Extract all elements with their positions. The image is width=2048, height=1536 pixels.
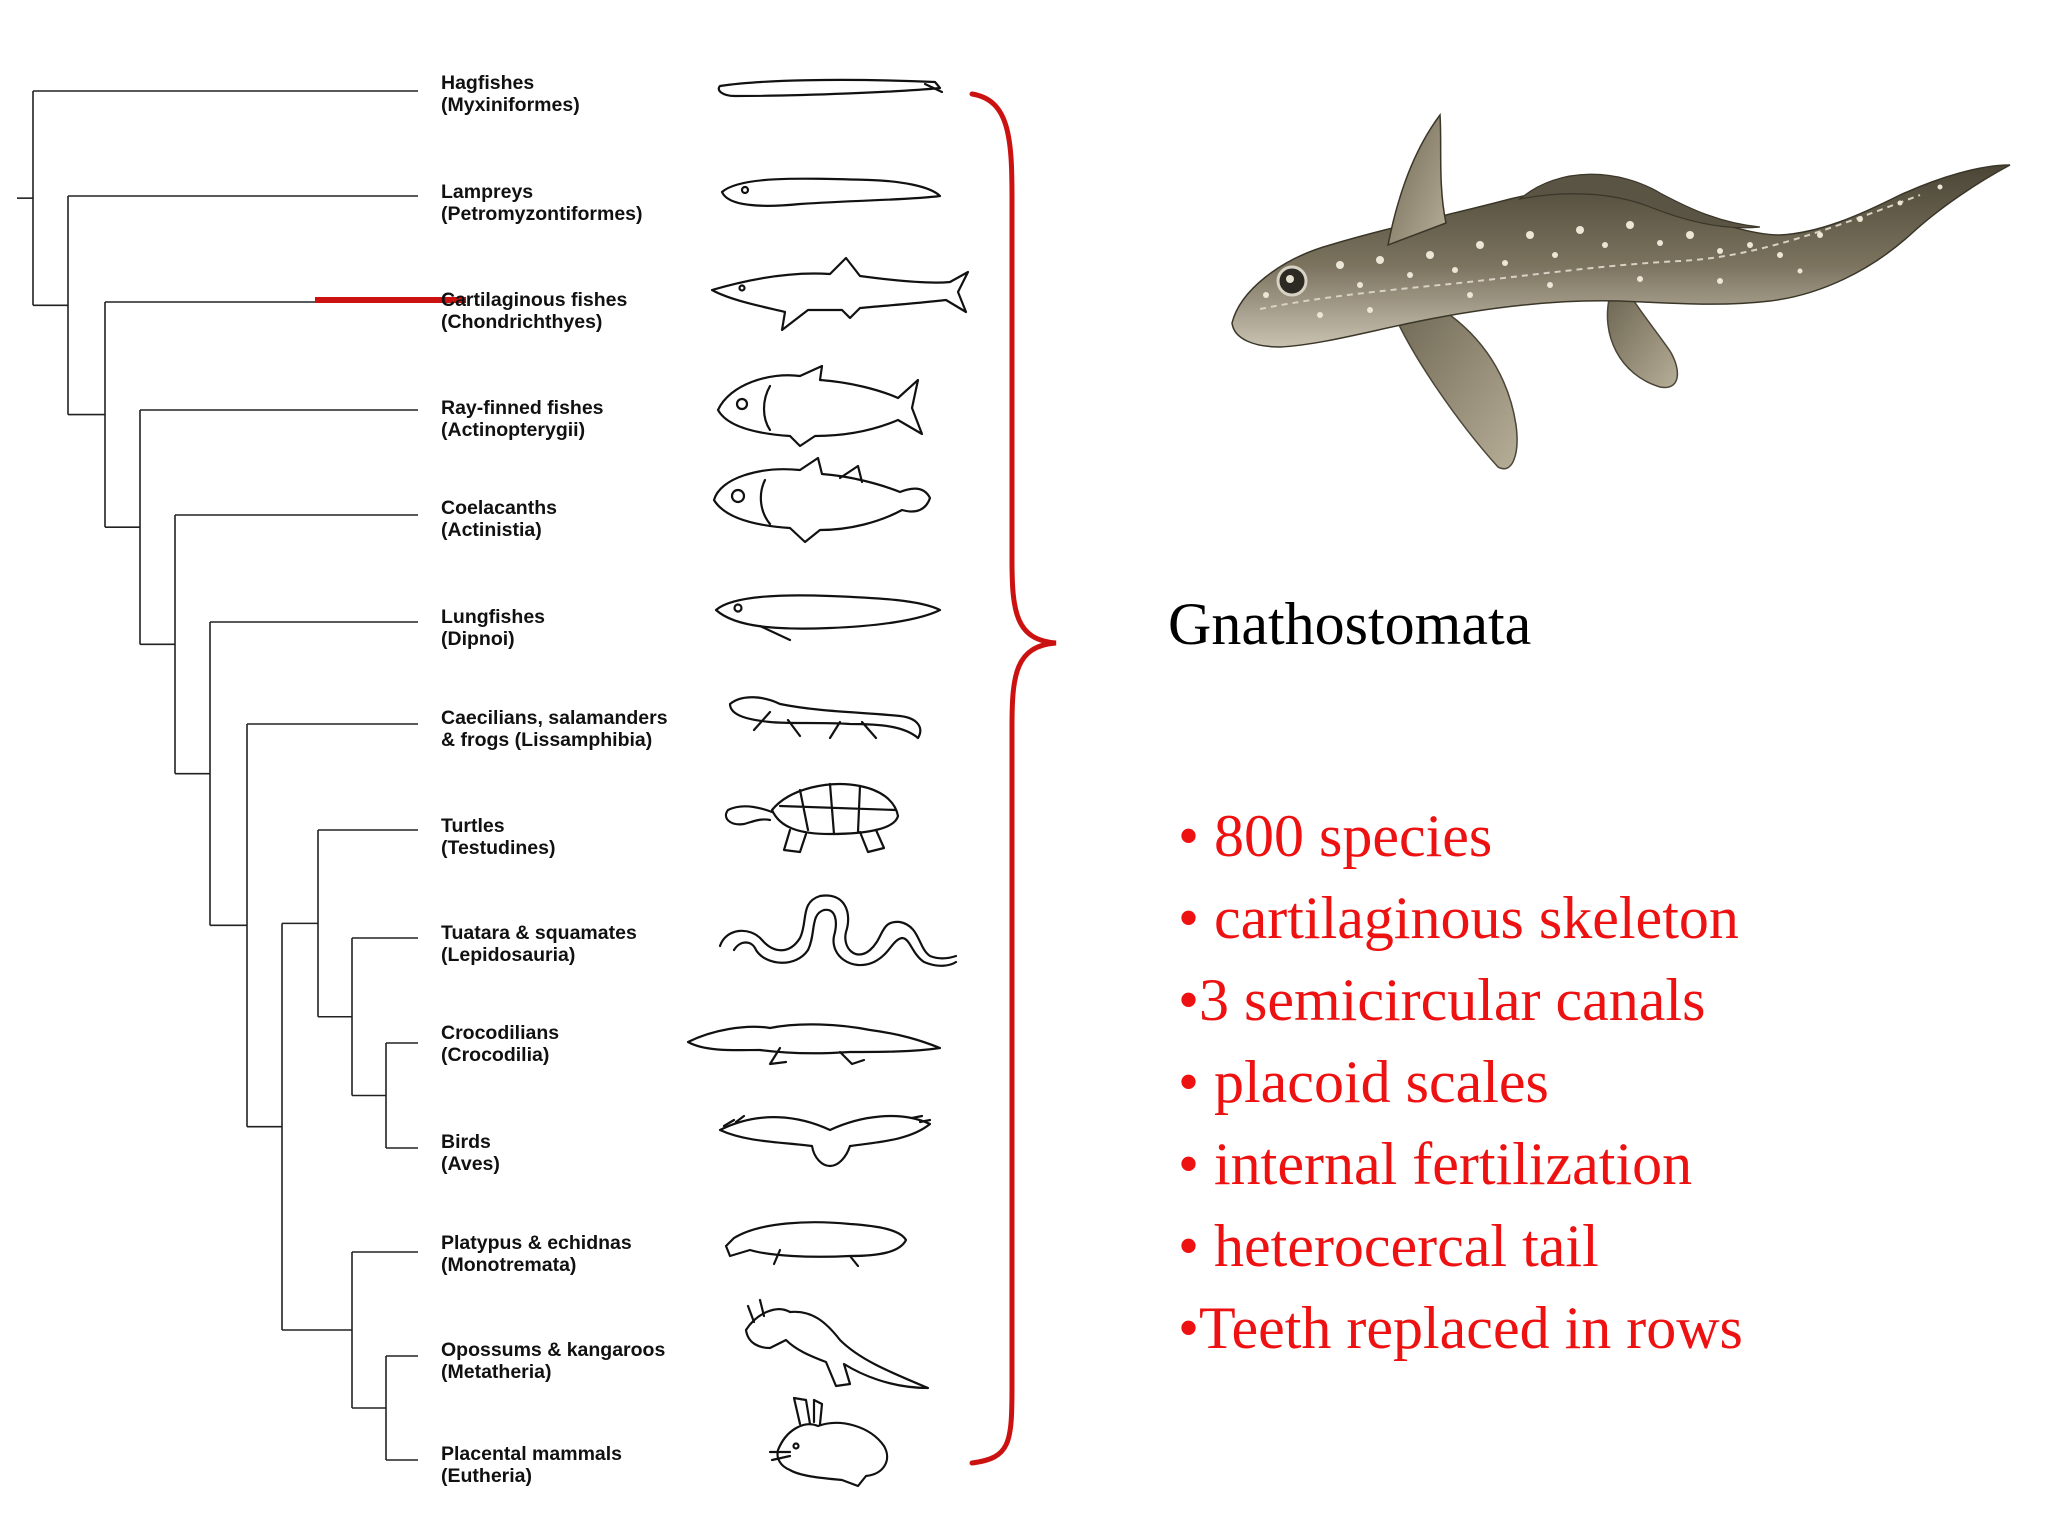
taxon-label: Cartilaginous fishes(Chondrichthyes) <box>441 289 731 333</box>
group-label: Gnathostomata <box>1168 591 1532 657</box>
taxon-label: Opossums & kangaroos(Metatheria) <box>441 1339 731 1383</box>
taxon-scientific-name: (Myxiniformes) <box>441 94 580 116</box>
coelacanth-icon <box>712 456 932 544</box>
trait-item: • placoid scales <box>1178 1049 1549 1115</box>
taxon-scientific-name: (Actinopterygii) <box>441 419 586 441</box>
shark-icon <box>710 256 970 332</box>
taxon-scientific-name: (Testudines) <box>441 837 556 859</box>
kangaroo-icon <box>744 1298 930 1390</box>
taxon-label: Lungfishes(Dipnoi) <box>441 606 731 650</box>
taxon-common-name: Lungfishes <box>441 606 546 628</box>
trait-item: • 800 species <box>1178 803 1493 869</box>
bird-icon <box>718 1114 932 1168</box>
taxon-scientific-name: (Chondrichthyes) <box>441 311 603 333</box>
trait-list: • 800 species • cartilaginous skeleton •3 … <box>1178 795 1743 1369</box>
taxon-label: Coelacanths(Actinistia) <box>441 497 731 541</box>
crocodile-icon <box>686 1023 942 1066</box>
taxon-common-name: Hagfishes <box>441 72 535 94</box>
taxon-common-name: Lampreys <box>441 181 534 203</box>
taxon-label: Platypus & echidnas(Monotremata) <box>441 1232 731 1276</box>
taxon-scientific-name: (Eutheria) <box>441 1465 533 1487</box>
trait-item: •Teeth replaced in rows <box>1178 1295 1743 1361</box>
trait-item: • heterocercal tail <box>1178 1213 1599 1279</box>
hagfish-icon <box>717 78 944 98</box>
trait-item: • cartilaginous skeleton <box>1178 885 1739 951</box>
taxon-scientific-name: (Petromyzontiformes) <box>441 203 643 225</box>
taxon-scientific-name: (Actinistia) <box>441 519 542 541</box>
trait-item: •3 semicircular canals <box>1178 967 1706 1033</box>
taxon-common-name: Platypus & echidnas <box>441 1232 632 1254</box>
taxon-label: Crocodilians(Crocodilia) <box>441 1022 731 1066</box>
taxon-common-name: Opossums & kangaroos <box>441 1339 666 1361</box>
turtle-icon <box>724 782 900 854</box>
taxon-label: Tuatara & squamates(Lepidosauria) <box>441 922 731 966</box>
taxon-scientific-name: (Monotremata) <box>441 1254 577 1276</box>
phylogenetic-tree <box>17 90 466 1461</box>
lamprey-icon <box>720 177 942 207</box>
taxon-common-name: Turtles <box>441 815 505 837</box>
snake-icon <box>718 894 958 967</box>
gnathostomata-brace <box>969 91 1057 1466</box>
taxon-label: Birds(Aves) <box>441 1131 731 1175</box>
taxon-label: Lampreys(Petromyzontiformes) <box>441 181 731 225</box>
taxon-common-name: Tuatara & squamates <box>441 922 637 944</box>
taxon-label: Turtles(Testudines) <box>441 815 731 859</box>
taxon-common-name: Cartilaginous fishes <box>441 289 628 311</box>
taxon-scientific-name: (Metatheria) <box>441 1361 552 1383</box>
taxon-common-name: Crocodilians <box>441 1022 560 1044</box>
taxon-scientific-name: (Dipnoi) <box>441 628 515 650</box>
platypus-icon <box>724 1221 908 1268</box>
rabbit-icon <box>768 1396 889 1488</box>
taxon-label: Placental mammals(Eutheria) <box>441 1443 731 1487</box>
taxon-common-name: Placental mammals <box>441 1443 623 1465</box>
taxon-scientific-name: & frogs (Lissamphibia) <box>441 729 653 751</box>
taxon-scientific-name: (Lepidosauria) <box>441 944 576 966</box>
taxon-common-name: Caecilians, salamanders <box>441 707 668 729</box>
trait-item: • internal fertilization <box>1178 1131 1693 1197</box>
taxon-label: Hagfishes(Myxiniformes) <box>441 72 731 116</box>
taxon-label: Ray-finned fishes(Actinopterygii) <box>441 397 731 441</box>
taxon-scientific-name: (Aves) <box>441 1153 500 1175</box>
taxon-common-name: Coelacanths <box>441 497 557 519</box>
ratfish-chimaera-illustration <box>1231 112 2011 470</box>
lungfish-icon <box>714 594 942 642</box>
taxon-common-name: Ray-finned fishes <box>441 397 604 419</box>
animal-silhouettes <box>686 78 970 1488</box>
ray-finned-fish-icon <box>716 364 924 448</box>
salamander-icon <box>728 696 922 740</box>
taxon-scientific-name: (Crocodilia) <box>441 1044 550 1066</box>
taxon-common-name: Birds <box>441 1131 491 1153</box>
taxon-label: Caecilians, salamanders& frogs (Lissamph… <box>441 707 731 751</box>
